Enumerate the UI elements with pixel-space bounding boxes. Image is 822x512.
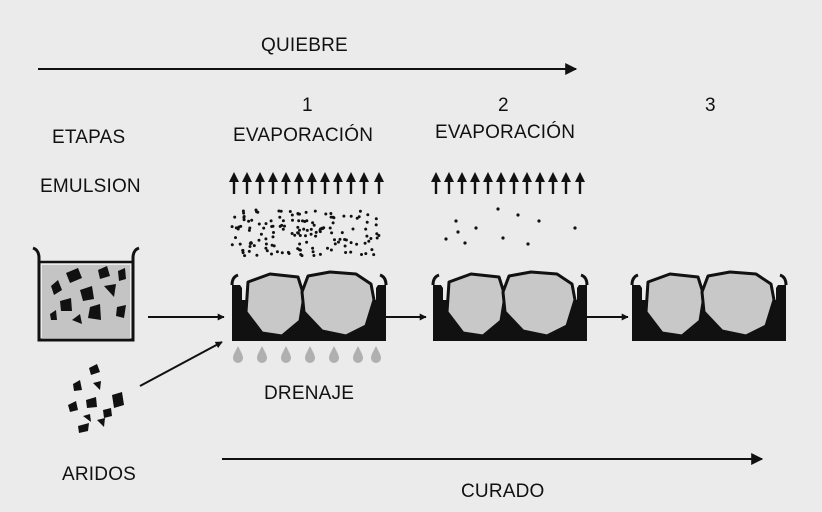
stage1-number: 1 <box>302 95 313 116</box>
quiebre-label: QUIEBRE <box>261 35 348 56</box>
stage2-number: 2 <box>498 95 509 116</box>
emulsion-container <box>32 246 140 342</box>
stage1-evaporation-arrows <box>227 170 386 196</box>
stage2-evaporation-arrows <box>429 170 587 196</box>
drenaje-label: DRENAJE <box>264 383 355 404</box>
stage2-basin <box>431 270 589 343</box>
etapas-label: ETAPAS <box>52 127 126 148</box>
stage1-name: EVAPORACIÓN <box>233 125 374 146</box>
aridos-to-stage1-arrow <box>139 341 223 387</box>
stage3-basin <box>630 270 788 343</box>
stage2-name: EVAPORACIÓN <box>435 122 576 143</box>
curado-label: CURADO <box>461 481 545 502</box>
drainage-drops <box>233 346 381 363</box>
emulsion-label: EMULSION <box>40 176 141 197</box>
aridos-label: ARIDOS <box>62 464 137 485</box>
stage3-number: 3 <box>705 95 716 116</box>
stage1-vapor-droplets <box>230 208 381 258</box>
stage2-vapor-droplets <box>444 207 577 246</box>
stage1-basin <box>230 270 388 343</box>
aggregates-pile <box>68 364 124 433</box>
